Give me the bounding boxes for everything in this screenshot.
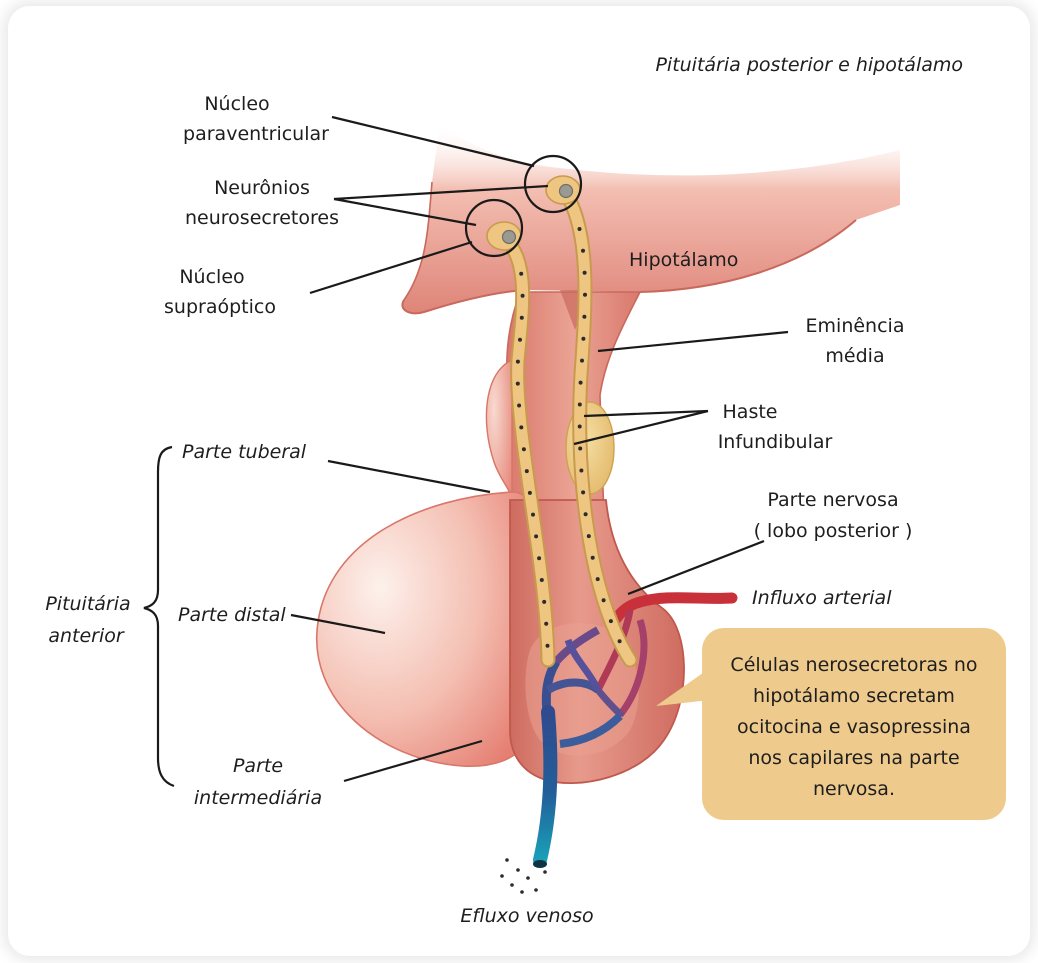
svg-text:supraóptico: supraóptico	[164, 296, 276, 318]
label-eminencia-media: Eminência média	[806, 315, 905, 367]
label-efluxo-venoso: Efluxo venoso	[460, 905, 593, 927]
label-influxo-arterial: Influxo arterial	[752, 587, 892, 609]
svg-text:anterior: anterior	[48, 625, 125, 647]
svg-text:nervosa.: nervosa.	[813, 778, 895, 800]
label-hipotalamo: Hipotálamo	[629, 249, 738, 271]
svg-text:Núcleo: Núcleo	[204, 93, 269, 115]
svg-text:ocitocina e vasopressina: ocitocina e vasopressina	[737, 716, 971, 738]
svg-text:Parte nervosa: Parte nervosa	[767, 489, 898, 511]
svg-text:Neurônios: Neurônios	[214, 177, 310, 199]
pars-distalis	[317, 492, 528, 766]
label-parte-nervosa: Parte nervosa ( lobo posterior )	[754, 489, 913, 542]
svg-text:Núcleo: Núcleo	[179, 266, 244, 288]
svg-text:Infundibular: Infundibular	[718, 431, 833, 453]
svg-text:paraventricular: paraventricular	[183, 123, 329, 145]
anterior-pituitary-brace	[144, 447, 174, 786]
svg-text:intermediária: intermediária	[194, 787, 322, 809]
label-neuronios-neurosecretores: Neurônios neurosecretores	[185, 177, 339, 229]
svg-text:Células nerosecretoras no: Células nerosecretoras no	[730, 654, 977, 676]
label-pituitaria-anterior: Pituitária anterior	[45, 593, 130, 647]
svg-text:( lobo posterior ): ( lobo posterior )	[754, 520, 913, 542]
diagram-title: Pituitária posterior e hipotálamo	[655, 54, 963, 76]
svg-text:Haste: Haste	[723, 401, 778, 423]
label-parte-distal: Parte distal	[178, 604, 286, 626]
svg-text:Parte: Parte	[233, 755, 283, 777]
svg-text:Pituitária: Pituitária	[45, 593, 130, 615]
label-parte-intermediaria: Parte intermediária	[194, 755, 322, 809]
label-parte-tuberal: Parte tuberal	[182, 441, 307, 463]
svg-text:hipotálamo secretam: hipotálamo secretam	[753, 685, 955, 707]
svg-text:neurosecretores: neurosecretores	[185, 207, 339, 229]
label-haste-infundibular: Haste Infundibular	[718, 401, 833, 453]
hypothalamus-tissue	[402, 122, 900, 313]
svg-text:nos capilares na parte: nos capilares na parte	[748, 747, 959, 769]
label-nucleo-supraoptico: Núcleo supraóptico	[164, 266, 276, 318]
label-nucleo-paraventricular: Núcleo paraventricular	[183, 93, 329, 145]
svg-text:Eminência: Eminência	[806, 315, 905, 337]
svg-text:média: média	[825, 345, 884, 367]
pars-tuberalis	[486, 360, 512, 500]
